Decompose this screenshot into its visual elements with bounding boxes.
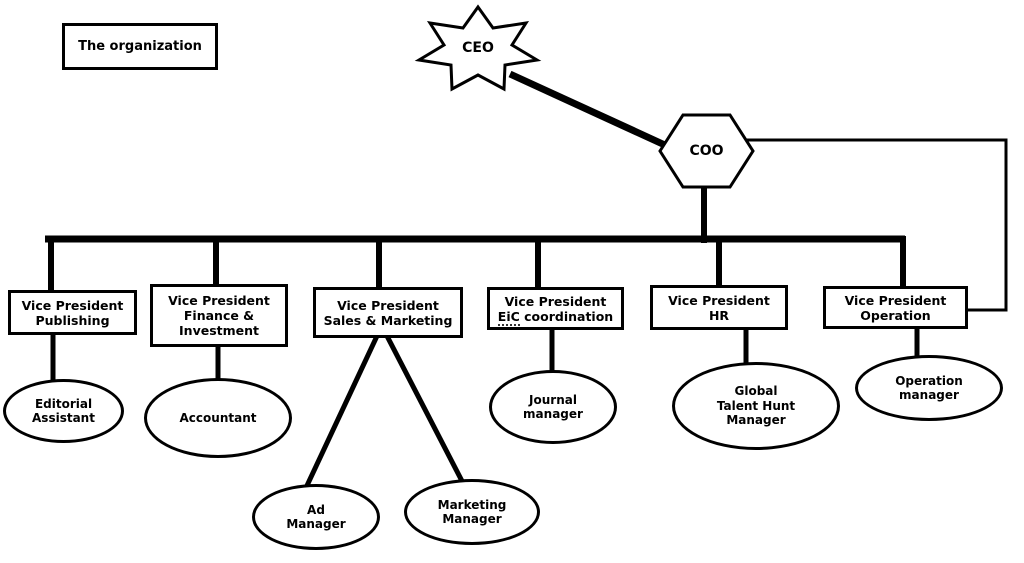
node-label-line: Global xyxy=(734,384,778,399)
coo-text: COO xyxy=(689,143,724,159)
node-label-text: coordination xyxy=(519,308,614,324)
node-ceo-label: CEO xyxy=(436,36,520,60)
node-label-line: manager xyxy=(523,407,583,421)
node-label-line: Operation xyxy=(860,307,931,323)
node-label-line: Sales & Marketing xyxy=(323,312,453,328)
node-label-line: Manager xyxy=(442,512,502,526)
node-vp-finance: Vice President Finance & Investment xyxy=(150,284,288,347)
node-label-line: Vice President xyxy=(337,297,439,313)
node-editorial-assistant: Editorial Assistant xyxy=(3,379,124,443)
connector-ceo-coo xyxy=(508,70,669,150)
node-label-line: Assistant xyxy=(32,411,95,425)
node-label-line: EiC coordination xyxy=(497,308,614,326)
node-label-line: Accountant xyxy=(179,410,257,425)
node-label-line: Operation xyxy=(895,373,963,388)
node-vp-publishing: Vice President Publishing xyxy=(8,290,137,335)
connector-coo-operation-elbow xyxy=(740,138,1008,312)
node-vp-eic: Vice President EiC coordination xyxy=(487,287,624,330)
node-label-line: Talent Hunt xyxy=(716,398,796,413)
node-label-line: Journal xyxy=(529,392,577,407)
node-label-line: HR xyxy=(708,307,730,323)
ceo-star-shape xyxy=(414,4,542,92)
connector-sales-marketing-manager xyxy=(384,334,466,485)
node-label-line: Manager xyxy=(726,413,786,428)
node-operation-manager: Operation manager xyxy=(855,355,1003,421)
node-coo-label: COO xyxy=(666,140,747,162)
node-label-line: manager xyxy=(899,388,959,402)
node-label-line: Vice President xyxy=(844,292,947,308)
node-accountant: Accountant xyxy=(144,378,292,458)
node-marketing-manager: Marketing Manager xyxy=(404,479,540,545)
ceo-text: CEO xyxy=(462,40,494,56)
node-label-line: Vice President xyxy=(168,293,270,308)
node-ad-manager: Ad Manager xyxy=(252,484,380,550)
node-label-line: Vice President xyxy=(668,292,770,308)
node-label-line: Investment xyxy=(179,323,259,338)
node-label-line: Manager xyxy=(286,517,346,531)
node-label-line: Vice President xyxy=(21,297,124,313)
node-label-line: Editorial xyxy=(34,396,93,411)
node-label-line: Ad xyxy=(307,502,325,517)
node-vp-sales: Vice President Sales & Marketing xyxy=(313,287,463,338)
diagram-title-box: The organization xyxy=(62,23,218,70)
node-label-line: Vice President xyxy=(504,293,607,309)
node-journal-manager: Journal manager xyxy=(489,370,617,444)
connector-sales-ad-manager xyxy=(301,334,380,494)
node-label-line: Marketing xyxy=(437,497,507,512)
node-global-talent-hunt-manager: Global Talent Hunt Manager xyxy=(672,362,840,450)
node-label-line: Publishing xyxy=(35,312,110,328)
spellcheck-underlined-word: EiC xyxy=(497,308,520,326)
node-label-line: Finance & xyxy=(183,308,255,323)
node-vp-operation: Vice President Operation xyxy=(823,286,968,329)
node-vp-hr: Vice President HR xyxy=(650,285,788,330)
coo-hexagon-shape xyxy=(658,113,755,189)
diagram-title-label: The organization xyxy=(78,38,202,54)
